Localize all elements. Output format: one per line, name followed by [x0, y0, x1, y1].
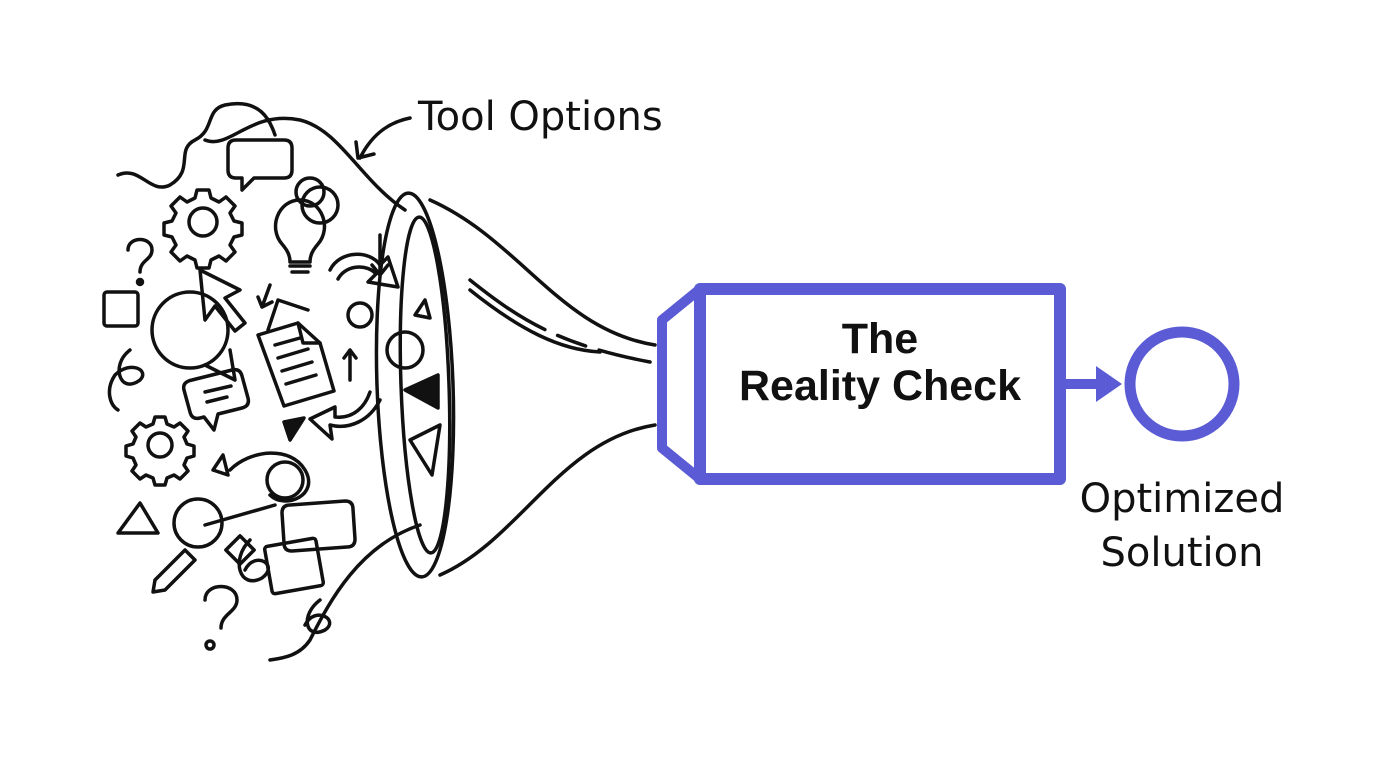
circle-icon — [294, 176, 326, 208]
triangle-icon — [403, 373, 440, 410]
callout-arrow — [354, 116, 412, 160]
speech-bubble-icon — [181, 367, 251, 432]
speech-bubble-icon — [280, 499, 357, 553]
circle-icon — [346, 301, 374, 329]
output-label-line2: Solution — [1101, 530, 1264, 576]
scribble-middle — [228, 451, 311, 503]
square-icon — [262, 536, 326, 596]
reality-check-tab — [657, 285, 704, 483]
funnel-top-edge — [428, 198, 657, 347]
funnel-mouth-inner — [398, 215, 452, 555]
question-mark-icon — [203, 584, 239, 651]
lightbulb-icon — [273, 185, 340, 274]
tool-options-label: Tool Options — [417, 94, 663, 140]
triangle-icon — [408, 423, 442, 477]
pencil-icon — [151, 548, 197, 594]
square-icon — [224, 534, 256, 566]
gear-icon — [124, 415, 196, 487]
output-circle-icon — [1124, 326, 1240, 442]
funnel-bottom-edge — [438, 423, 657, 577]
funnel-inner-line — [468, 278, 652, 364]
output-connector — [1064, 326, 1240, 442]
circle-icon — [385, 330, 425, 370]
triangle-icon — [211, 453, 230, 477]
triangle-icon — [413, 298, 432, 320]
reality-check-title-line2: Reality Check — [739, 362, 1021, 410]
funnel-sack-top — [203, 116, 407, 212]
arrow-icon — [203, 503, 277, 527]
scribble-bottom-2 — [303, 598, 332, 634]
arrow-icon — [282, 416, 306, 442]
arrow-icon — [198, 268, 247, 333]
circle-icon — [172, 497, 224, 549]
funnel-inner-line-2 — [468, 288, 602, 354]
funnel-mouth — [374, 191, 456, 579]
reality-check-box: The Reality Check — [657, 283, 1066, 485]
scribble-top — [116, 101, 277, 189]
speech-bubble-icon — [226, 138, 294, 192]
document-icon — [256, 298, 336, 408]
scribble-left — [107, 348, 145, 412]
output-label-line1: Optimized — [1080, 476, 1285, 522]
circle-icon — [265, 460, 305, 500]
speech-bubble-icon — [150, 290, 237, 382]
square-icon — [102, 290, 140, 328]
arrow-icon — [308, 390, 382, 441]
gear-icon — [162, 188, 244, 270]
funnel-sack-bottom — [268, 523, 422, 662]
output-arrow-head — [1096, 366, 1122, 402]
arrow-icon — [256, 283, 274, 309]
reality-check-title-line1: The — [842, 315, 918, 363]
arrow-icon — [342, 348, 358, 382]
arrow-icon — [370, 233, 390, 277]
triangle-icon — [116, 501, 160, 535]
funnel — [203, 116, 657, 662]
scribbles — [107, 101, 332, 634]
scribble-bottom — [237, 538, 271, 583]
reality-check-frame — [694, 283, 1066, 485]
question-mark-icon — [126, 237, 154, 287]
arrow-icon — [328, 252, 400, 289]
